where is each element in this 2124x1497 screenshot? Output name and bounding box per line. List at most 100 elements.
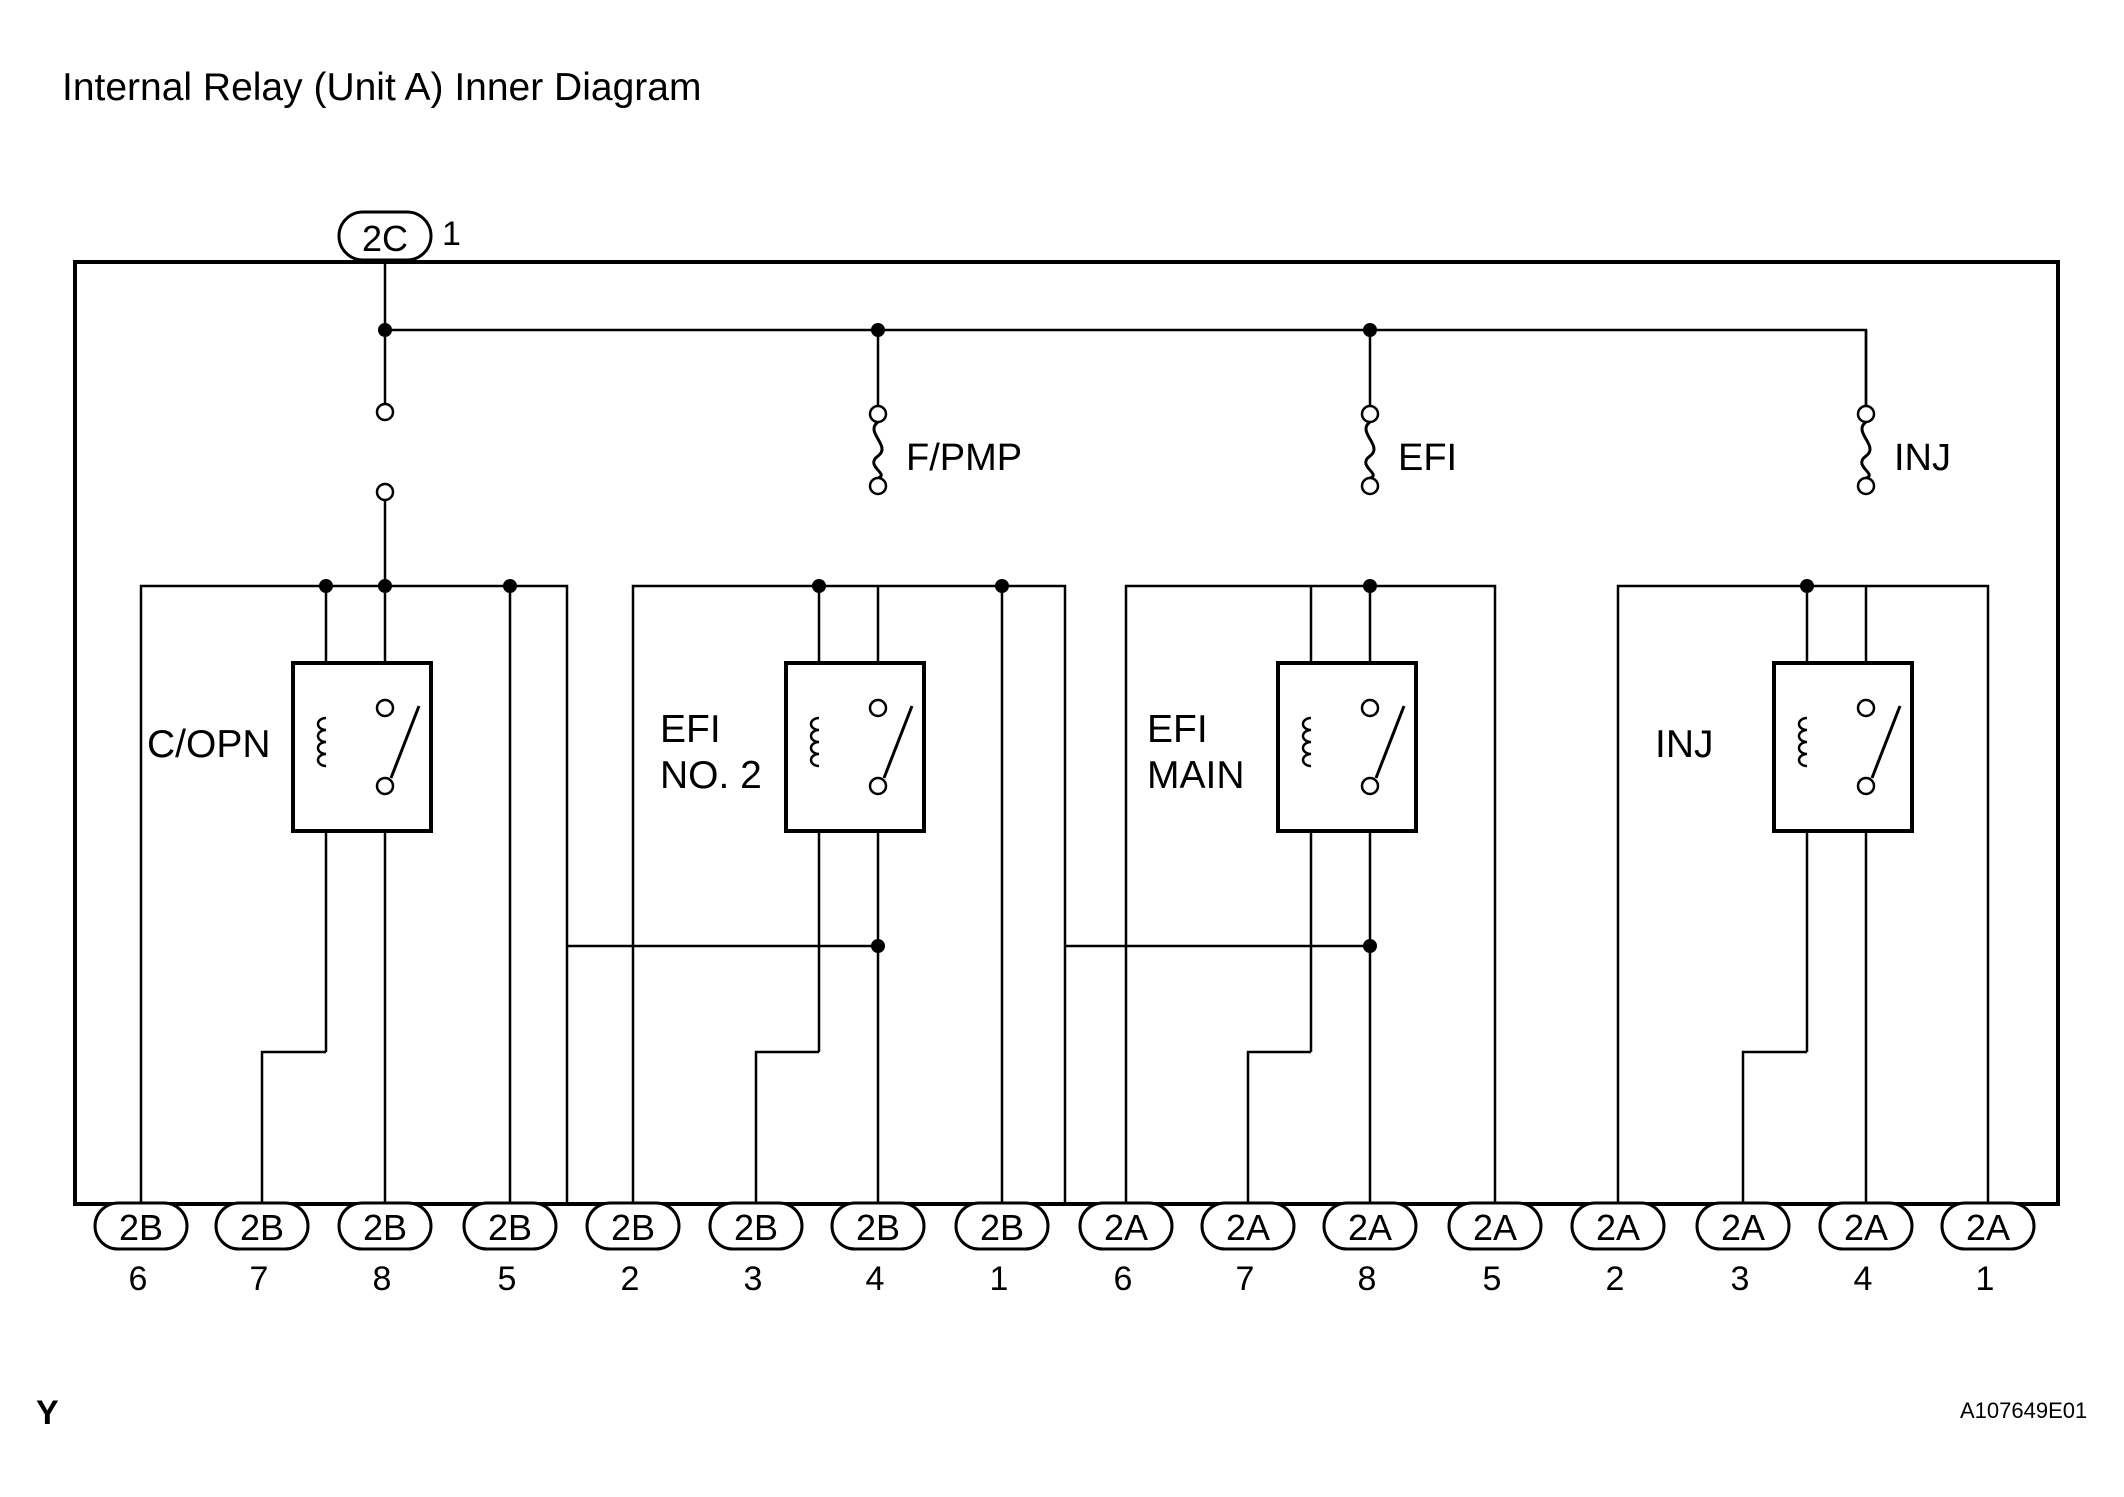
open-terminal	[868, 698, 888, 718]
open-terminal	[1856, 404, 1876, 424]
terminal-pill-2B-5	[462, 1201, 558, 1251]
relay-coil-icon	[1301, 716, 1312, 768]
open-terminal	[1856, 698, 1876, 718]
terminal-code: 2B	[363, 1207, 407, 1248]
terminal-pin: 5	[1483, 1260, 1502, 1298]
terminal-pill-2A-1	[1940, 1201, 2036, 1251]
open-terminal	[375, 402, 395, 422]
relay-label-2-0: EFI	[1147, 708, 1208, 751]
junction-dot	[1363, 939, 1377, 953]
terminal-pill-2A-7	[1200, 1201, 1296, 1251]
terminal-pin: 8	[373, 1260, 392, 1298]
terminal-pin: 6	[129, 1260, 148, 1298]
efi2-coil-return	[754, 1050, 819, 1204]
terminal-pin: 1	[1976, 1260, 1995, 1298]
junction-dot	[1363, 323, 1377, 337]
relay-label-1-1: NO. 2	[660, 754, 762, 797]
junction-dot	[1800, 579, 1814, 593]
relay-switch-icon	[882, 705, 914, 779]
fuse-symbol	[872, 420, 884, 480]
top-connector-pin: 1	[442, 215, 461, 253]
fuse-symbol	[1364, 420, 1376, 480]
footer-mark: Y	[36, 1394, 59, 1432]
supply-bus	[385, 328, 1868, 405]
relay-label-3-0: INJ	[1655, 723, 1714, 766]
relay-frame-wire	[139, 584, 569, 1204]
terminal-code: 2B	[734, 1207, 778, 1248]
relay-label-0-0: C/OPN	[147, 723, 271, 766]
diagram-title: Internal Relay (Unit A) Inner Diagram	[62, 66, 702, 109]
terminal-code: 2B	[611, 1207, 655, 1248]
terminal-pill-2B-1	[954, 1201, 1050, 1251]
terminal-pin: 7	[250, 1260, 269, 1298]
terminal-pill-2A-3	[1695, 1201, 1791, 1251]
open-terminal	[375, 482, 395, 502]
terminal-pin: 4	[866, 1260, 885, 1298]
terminal-pin: 2	[621, 1260, 640, 1298]
junction-dot	[995, 579, 1009, 593]
terminal-pill-2B-7	[214, 1201, 310, 1251]
terminal-code: 2A	[1226, 1207, 1270, 1248]
relay-box	[1276, 661, 1418, 833]
relay-label-1-0: EFI	[660, 708, 721, 751]
terminal-pill-2B-4	[830, 1201, 926, 1251]
terminal-code: 2B	[856, 1207, 900, 1248]
terminal-code: 2A	[1596, 1207, 1640, 1248]
junction-dot	[812, 579, 826, 593]
terminal-pin: 6	[1114, 1260, 1133, 1298]
terminal-pill-2B-3	[708, 1201, 804, 1251]
terminal-code: 2A	[1844, 1207, 1888, 1248]
open-terminal	[1360, 476, 1380, 496]
terminal-pin: 3	[1731, 1260, 1750, 1298]
open-terminal	[868, 476, 888, 496]
junction-dot	[319, 579, 333, 593]
junction-dot	[1363, 579, 1377, 593]
fuse-symbol	[1860, 420, 1872, 480]
open-terminal	[375, 698, 395, 718]
fuse-label-2: INJ	[1894, 437, 1951, 479]
relay-unit-case	[73, 260, 2060, 1206]
open-terminal	[375, 776, 395, 796]
top-connector-pill	[337, 210, 433, 262]
terminal-pill-2A-6	[1078, 1201, 1174, 1251]
figure-id: A107649E01	[1960, 1398, 2088, 1423]
terminal-code: 2A	[1966, 1207, 2010, 1248]
relay-box	[784, 661, 926, 833]
terminal-pin: 4	[1854, 1260, 1873, 1298]
open-terminal	[868, 404, 888, 424]
open-terminal	[1856, 476, 1876, 496]
relay-coil-icon	[316, 716, 327, 768]
open-terminal	[1360, 776, 1380, 796]
terminal-pin: 7	[1236, 1260, 1255, 1298]
terminal-pill-2A-4	[1818, 1201, 1914, 1251]
terminal-pill-2A-5	[1447, 1201, 1543, 1251]
junction-dot	[871, 939, 885, 953]
open-terminal	[1856, 776, 1876, 796]
relay-coil-icon	[809, 716, 820, 768]
relay-switch-icon	[1870, 705, 1902, 779]
terminal-code: 2A	[1721, 1207, 1765, 1248]
fuse-label-1: EFI	[1398, 437, 1457, 479]
terminal-code: 2A	[1348, 1207, 1392, 1248]
junction-dot	[378, 579, 392, 593]
terminal-code: 2A	[1473, 1207, 1517, 1248]
terminal-code: 2B	[119, 1207, 163, 1248]
terminal-code: 2A	[1104, 1207, 1148, 1248]
terminal-pill-2B-2	[585, 1201, 681, 1251]
terminal-pill-2A-8	[1322, 1201, 1418, 1251]
terminal-code: 2B	[240, 1207, 284, 1248]
efimain-coil-return	[1246, 1050, 1311, 1204]
junction-dot	[378, 323, 392, 337]
relay-coil-icon	[1797, 716, 1808, 768]
junction-dot	[503, 579, 517, 593]
relay-frame-wire	[631, 584, 1067, 1204]
relay-switch-icon	[389, 705, 421, 779]
terminal-code: 2B	[980, 1207, 1024, 1248]
terminal-pill-2A-2	[1570, 1201, 1666, 1251]
fuse-label-0: F/PMP	[906, 437, 1022, 479]
terminal-pill-2B-8	[337, 1201, 433, 1251]
terminal-pin: 8	[1358, 1260, 1377, 1298]
relay-label-2-1: MAIN	[1147, 754, 1245, 797]
open-terminal	[1360, 404, 1380, 424]
